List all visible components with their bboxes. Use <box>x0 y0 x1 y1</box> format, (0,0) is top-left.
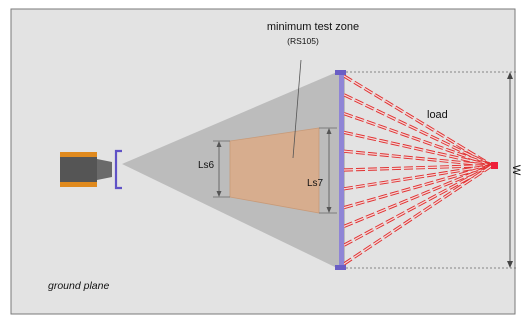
ls6-dimension <box>213 140 230 198</box>
w-label: W <box>510 165 522 176</box>
load-line-inner <box>343 164 493 246</box>
zone-subtitle: (RS105) <box>287 36 319 46</box>
ls6-label: Ls6 <box>198 160 215 171</box>
test-plate <box>335 70 346 270</box>
ls7-label: Ls7 <box>307 178 324 189</box>
load-line-inner <box>343 164 493 209</box>
load-lines <box>343 74 493 266</box>
load-line-inner <box>343 164 493 265</box>
load-line-inner <box>343 164 493 228</box>
w-dimension <box>346 71 518 269</box>
load-line-inner <box>343 112 493 167</box>
load-line-inner <box>343 94 493 167</box>
load-point-icon <box>491 162 498 169</box>
ls7-dimension <box>319 127 337 214</box>
load-line-inner <box>343 164 493 171</box>
load-label: load <box>427 109 448 121</box>
load-line-inner <box>343 164 493 190</box>
source-antenna-icon <box>60 149 122 190</box>
zone-title: minimum test zone <box>267 21 359 33</box>
load-line-inner <box>343 150 493 167</box>
ground-plane-label: ground plane <box>48 280 109 292</box>
load-line-inner <box>343 131 493 167</box>
zone-pointer-line <box>292 59 302 159</box>
load-line-inner <box>343 75 493 167</box>
